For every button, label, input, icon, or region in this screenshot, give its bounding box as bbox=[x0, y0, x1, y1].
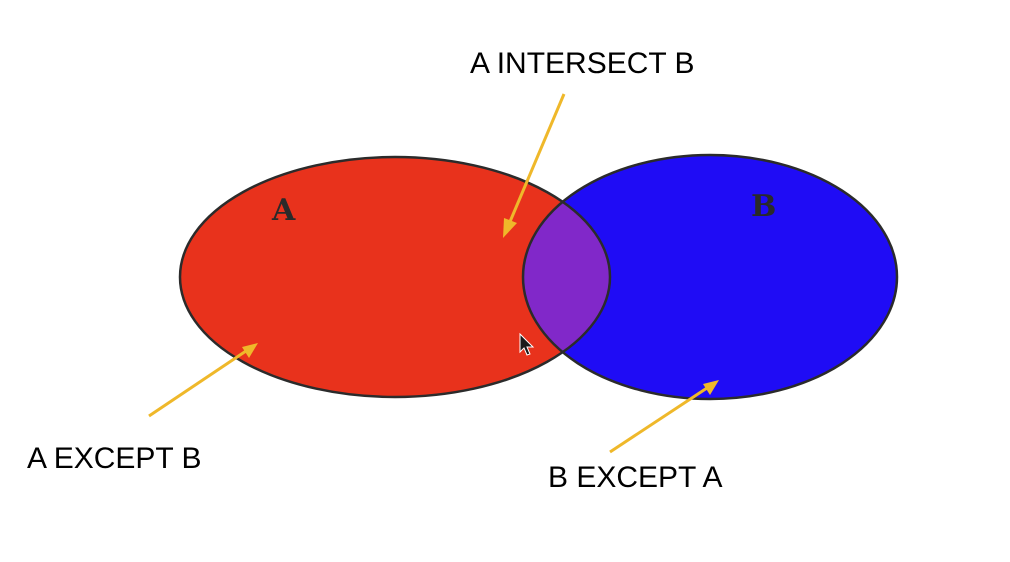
label-a-except-b: A EXCEPT B bbox=[27, 442, 202, 475]
label-a-intersect-b: A INTERSECT B bbox=[470, 47, 695, 80]
set-a-label: A bbox=[271, 193, 296, 228]
set-b-outline bbox=[521, 153, 899, 401]
arrow-intersect bbox=[503, 93, 566, 238]
set-b-label: B bbox=[751, 189, 776, 224]
label-b-except-a: B EXCEPT A bbox=[548, 461, 723, 494]
set-b-ellipse bbox=[523, 155, 897, 399]
set-a-outline bbox=[178, 155, 612, 399]
mouse-cursor-icon bbox=[519, 332, 535, 356]
arrow-b-except-a bbox=[609, 380, 719, 454]
arrow-a-except-b bbox=[148, 343, 258, 418]
set-a-ellipse bbox=[180, 157, 610, 397]
